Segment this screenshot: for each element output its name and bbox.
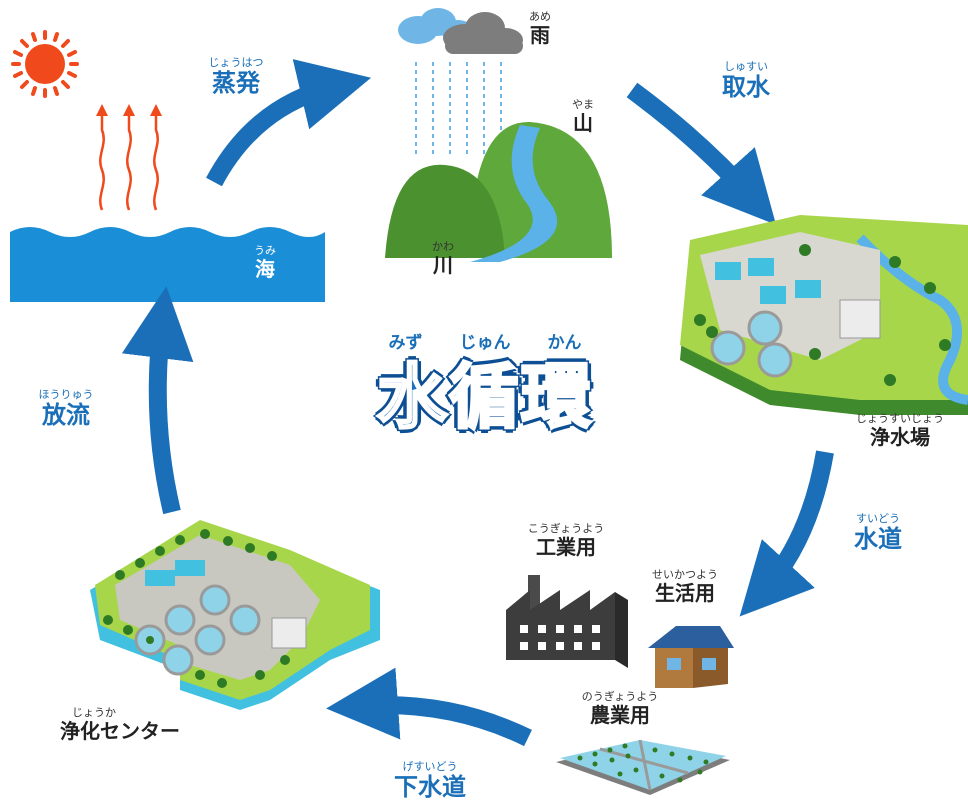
label-text: 山 <box>573 111 593 135</box>
label-industrial: こうぎょうよう 工業用 <box>506 522 626 559</box>
sun-icon <box>11 30 79 98</box>
ruby: かわ <box>432 240 454 253</box>
purification-plant-icon <box>680 215 968 415</box>
label-agricultural: のうぎょうよう 農業用 <box>560 690 680 727</box>
water-supply-arrow <box>739 450 834 617</box>
house-icon <box>648 626 734 688</box>
label-text: 工業用 <box>536 535 596 559</box>
title-ruby: みず じゅん かん <box>340 328 630 353</box>
label-text: 海 <box>255 257 275 281</box>
ruby: やま <box>572 98 594 111</box>
label-text: 浄水場 <box>870 425 930 449</box>
ruby: じょうか <box>72 706 116 719</box>
mountain-icon <box>385 121 612 262</box>
treatment-center-icon <box>90 520 380 710</box>
rain-icon <box>415 62 502 158</box>
ruby: しゅすい <box>724 60 768 73</box>
label-text: 生活用 <box>655 581 715 605</box>
diagram-title: みず じゅん かん 水循環 <box>340 328 630 441</box>
label-sea: うみ 海 <box>245 244 285 281</box>
ruby: げすいどう <box>402 760 458 773</box>
ruby: すいどう <box>856 512 900 525</box>
evaporation-arrow <box>206 59 372 187</box>
title-ruby-2: じゅん <box>459 333 511 353</box>
label-evaporation: じょうはつ 蒸発 <box>196 56 276 97</box>
title-text: 水循環 <box>376 355 593 440</box>
ruby: じょうはつ <box>208 56 264 69</box>
label-water-supply: すいどう 水道 <box>838 512 918 553</box>
title-ruby-3: かん <box>547 333 582 353</box>
label-text: 川 <box>433 253 453 277</box>
label-purification-plant: じょうすいじょう 浄水場 <box>840 412 960 449</box>
label-sewer: げすいどう 下水道 <box>380 760 480 801</box>
sea-icon <box>10 227 325 302</box>
ruby: せいかつよう <box>652 568 718 581</box>
discharge-arrow <box>121 286 194 515</box>
label-treatment-center: じょうか 浄化センター <box>60 706 210 743</box>
label-text: 雨 <box>530 23 550 47</box>
label-rain: あめ 雨 <box>520 10 560 47</box>
title-ruby-1: みず <box>388 333 423 353</box>
cloud-icon <box>398 8 523 54</box>
ruby: じょうすいじょう <box>856 412 944 425</box>
farm-field-icon <box>556 739 730 795</box>
label-river: かわ 川 <box>423 240 463 277</box>
sewer-arrow <box>326 667 532 747</box>
label-text: 取水 <box>722 73 770 101</box>
ruby: ほうりゅう <box>38 388 94 401</box>
ruby: うみ <box>254 244 276 257</box>
ruby: こうぎょうよう <box>527 522 605 535</box>
label-text: 蒸発 <box>212 69 260 97</box>
intake-arrow <box>626 82 777 225</box>
evaporation-wave-icon <box>96 104 162 211</box>
label-text: 水道 <box>854 525 902 553</box>
label-text: 下水道 <box>394 773 466 801</box>
ruby: あめ <box>529 10 551 23</box>
factory-icon <box>506 575 628 668</box>
label-mountain: やま 山 <box>563 98 603 135</box>
label-text: 浄化センター <box>60 719 180 743</box>
label-text: 農業用 <box>590 703 650 727</box>
ruby: のうぎょうよう <box>581 690 659 703</box>
label-intake: しゅすい 取水 <box>706 60 786 101</box>
label-text: 放流 <box>42 401 90 429</box>
label-domestic: せいかつよう 生活用 <box>630 568 740 605</box>
label-discharge: ほうりゅう 放流 <box>26 388 106 429</box>
